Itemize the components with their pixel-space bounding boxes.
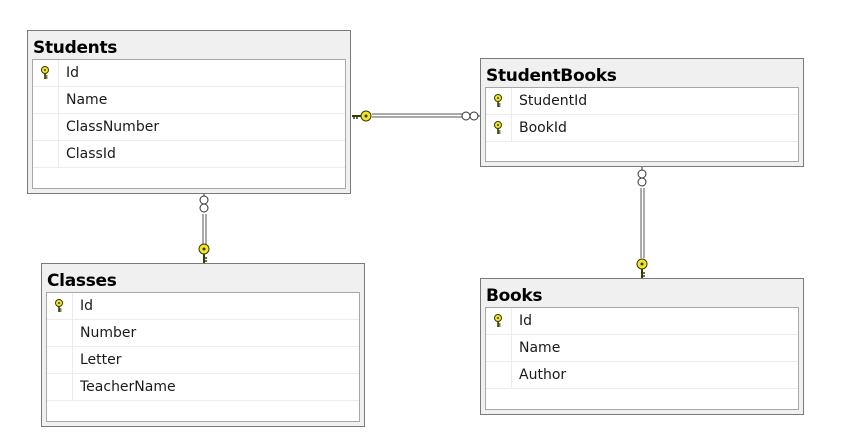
table-students[interactable]: Students Id Name ClassNumber ClassId (27, 30, 351, 194)
table-title: Students (33, 38, 118, 58)
table-classes[interactable]: Classes Id Number Letter TeacherName (41, 263, 365, 427)
primary-key-icon (486, 308, 512, 334)
column-row[interactable]: Letter (47, 347, 359, 374)
empty-row (486, 389, 798, 416)
relationship-studentbooks-books[interactable] (636, 166, 648, 278)
column-row[interactable]: Id (486, 308, 798, 335)
empty-row (33, 168, 345, 195)
table-studentbooks[interactable]: StudentBooks StudentId BookId (480, 58, 804, 167)
table-title: StudentBooks (486, 66, 617, 86)
table-columns: Id Name ClassNumber ClassId (32, 59, 346, 189)
column-row[interactable]: ClassNumber (33, 114, 345, 141)
column-name: BookId (519, 120, 567, 136)
primary-key-icon (33, 60, 59, 86)
column-name: Author (519, 367, 567, 383)
primary-key-icon (47, 293, 73, 319)
column-row[interactable]: Name (486, 335, 798, 362)
infinity-end-icon (199, 193, 209, 213)
column-row[interactable]: Id (47, 293, 359, 320)
column-name: ClassId (66, 146, 116, 162)
key-end-icon (636, 258, 648, 278)
column-row[interactable]: Number (47, 320, 359, 347)
column-row[interactable]: Name (33, 87, 345, 114)
column-row[interactable]: Id (33, 60, 345, 87)
column-name: Id (80, 298, 94, 314)
column-row[interactable]: TeacherName (47, 374, 359, 401)
empty-row (486, 142, 798, 169)
table-title: Classes (47, 271, 117, 291)
infinity-end-icon (637, 166, 647, 187)
infinity-end-icon (461, 111, 482, 121)
column-name: Name (519, 340, 561, 356)
column-name: Number (80, 325, 137, 341)
table-books[interactable]: Books Id Name Author (480, 278, 804, 415)
column-name: Id (519, 313, 533, 329)
column-name: Name (66, 92, 108, 108)
table-columns: Id Number Letter TeacherName (46, 292, 360, 422)
table-columns: StudentId BookId (485, 87, 799, 162)
column-name: TeacherName (80, 379, 176, 395)
primary-key-icon (486, 115, 512, 141)
column-row[interactable]: ClassId (33, 141, 345, 168)
column-name: Letter (80, 352, 122, 368)
relationship-students-classes[interactable] (198, 193, 210, 263)
empty-row (47, 401, 359, 428)
column-name: ClassNumber (66, 119, 160, 135)
column-name: StudentId (519, 93, 588, 109)
table-title: Books (486, 286, 543, 306)
column-row[interactable]: StudentId (486, 88, 798, 115)
primary-key-icon (486, 88, 512, 114)
column-row[interactable]: Author (486, 362, 798, 389)
key-end-icon (198, 243, 210, 263)
column-name: Id (66, 65, 80, 81)
relationship-students-studentbooks[interactable] (352, 110, 482, 122)
table-columns: Id Name Author (485, 307, 799, 410)
column-row[interactable]: BookId (486, 115, 798, 142)
key-end-icon (352, 110, 372, 122)
